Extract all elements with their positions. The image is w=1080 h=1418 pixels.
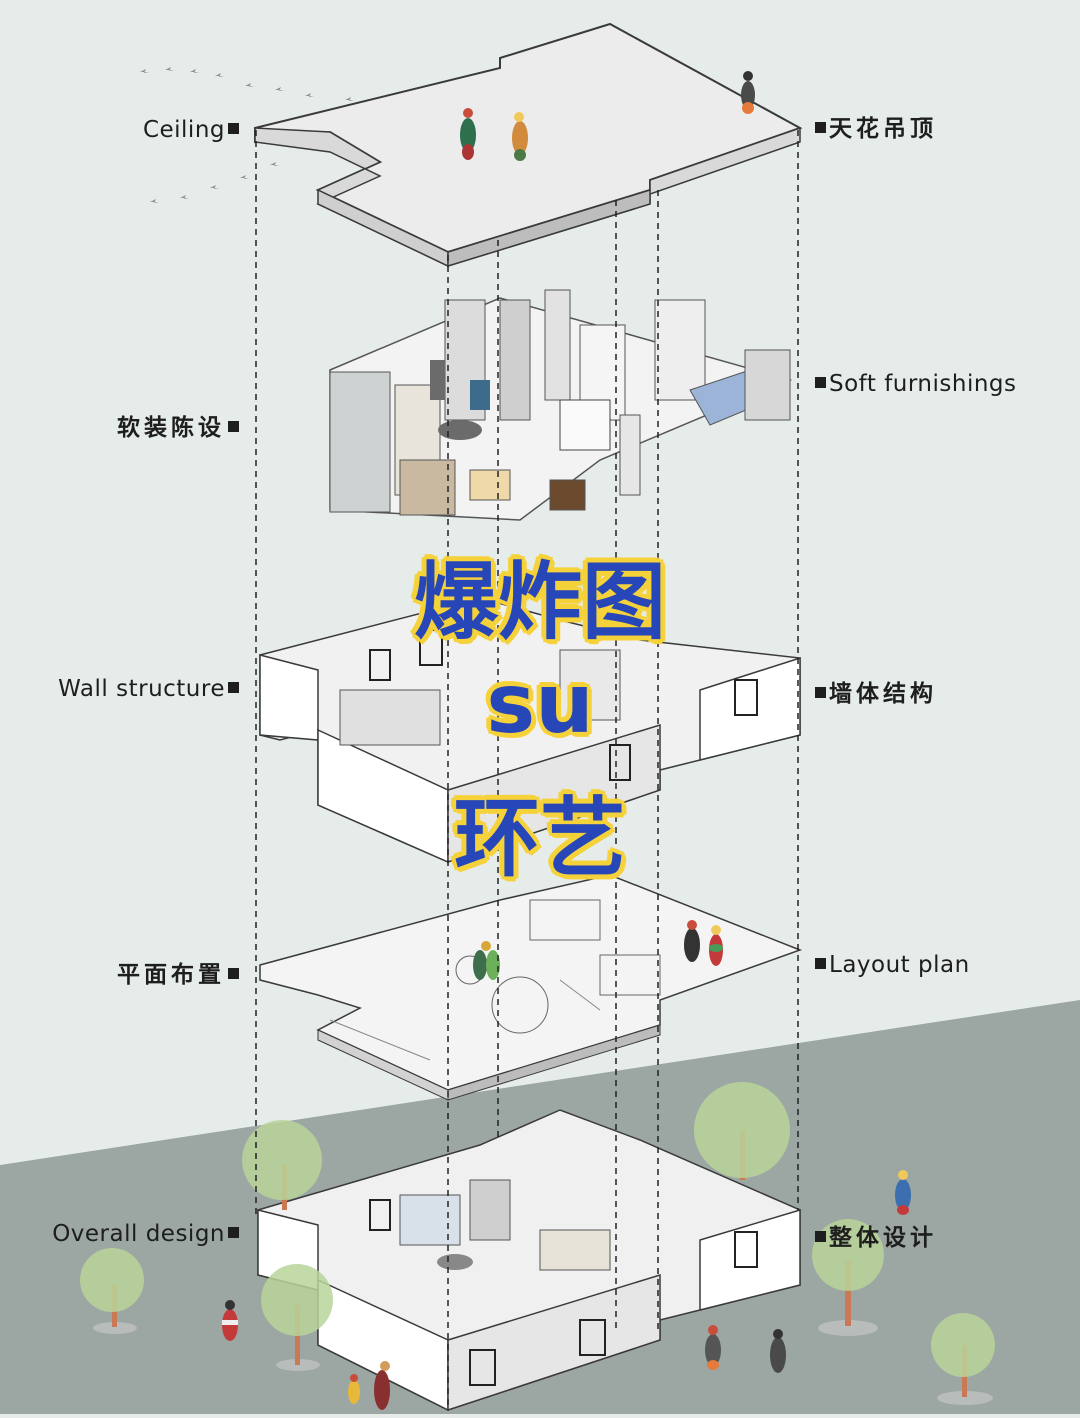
tree-left xyxy=(80,1248,144,1334)
label-soft-furnishings-cn-text: 软装陈设 xyxy=(117,415,225,441)
label-ceiling-cn: 天花吊顶 xyxy=(812,109,937,143)
label-wall-structure-en-text: Wall structure xyxy=(58,676,225,702)
label-layout-plan-en: Layout plan xyxy=(812,952,970,978)
label-overall-design-en: Overall design xyxy=(52,1221,242,1247)
ceiling-slab xyxy=(254,22,803,268)
label-overall-design-cn: 整体设计 xyxy=(812,1218,937,1252)
label-layout-plan-en-text: Layout plan xyxy=(829,952,970,978)
figure-people-ceiling xyxy=(460,71,755,161)
trees xyxy=(80,1082,995,1405)
tree-top-left xyxy=(242,1120,322,1210)
label-wall-structure-cn: 墙体结构 xyxy=(812,674,937,708)
label-marker-square xyxy=(228,682,239,693)
label-overall-design-cn-text: 整体设计 xyxy=(829,1225,937,1251)
label-soft-furnishings-en: Soft furnishings xyxy=(812,371,1017,397)
overall-design-model xyxy=(257,1109,801,1412)
label-soft-furnishings-cn: 软装陈设 xyxy=(117,408,242,442)
tree-bottom-right xyxy=(931,1313,995,1405)
layout-plan-model xyxy=(259,874,803,1101)
label-marker-square xyxy=(228,968,239,979)
label-layout-plan-cn-text: 平面布置 xyxy=(117,962,225,988)
label-marker-square xyxy=(228,123,239,134)
label-layout-plan-cn: 平面布置 xyxy=(117,955,242,989)
dashed-guide-lines xyxy=(255,130,799,1410)
label-ceiling-en: Ceiling xyxy=(143,117,242,143)
tree-top-right xyxy=(694,1082,790,1180)
overlay-title-line3: 环艺 xyxy=(454,789,626,889)
figure-people-ground xyxy=(222,1170,911,1410)
label-ceiling-en-text: Ceiling xyxy=(142,117,225,143)
label-wall-structure-cn-text: 墙体结构 xyxy=(829,681,937,707)
tree-right xyxy=(812,1219,884,1336)
label-marker-square xyxy=(228,421,239,432)
overlay-title-line1: 爆炸图 xyxy=(413,553,666,651)
label-marker-square xyxy=(228,1227,239,1238)
overlay-title-line2: su xyxy=(486,657,594,752)
label-overall-design-en-text: Overall design xyxy=(52,1221,225,1247)
soft-furnishings-model xyxy=(329,289,793,521)
tree-mid-left xyxy=(261,1264,333,1371)
label-wall-structure-en: Wall structure xyxy=(58,676,242,702)
label-marker-square xyxy=(815,958,826,969)
wall-structure-model xyxy=(259,597,801,864)
label-marker-square xyxy=(815,1231,826,1242)
label-ceiling-cn-text: 天花吊顶 xyxy=(829,116,937,142)
label-marker-square xyxy=(815,687,826,698)
label-marker-square xyxy=(815,122,826,133)
label-soft-furnishings-en-text: Soft furnishings xyxy=(829,371,1017,397)
figure-people-plan xyxy=(473,920,723,980)
label-marker-square xyxy=(815,377,826,388)
